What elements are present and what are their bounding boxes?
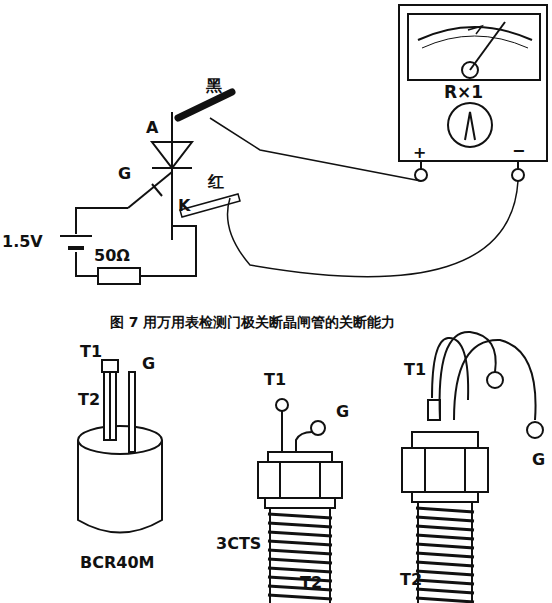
- red-lead-wire: [228, 181, 519, 277]
- probe-color: 红: [208, 174, 224, 190]
- meter-face: [408, 14, 540, 80]
- gto-triangle: [152, 142, 192, 168]
- screw-thread: [416, 508, 474, 512]
- gto-bar: [152, 167, 192, 169]
- screw-thread: [268, 541, 332, 545]
- package-stud-flying-leads: [402, 332, 543, 603]
- gate-circuit-wire: [76, 208, 196, 276]
- screw-thread: [268, 523, 332, 527]
- multimeter-box: R×1: [398, 4, 548, 162]
- pin-name: G: [118, 166, 131, 182]
- pin-name: T2: [400, 572, 422, 588]
- gate-lead: [128, 172, 172, 208]
- range-knob: [448, 103, 492, 147]
- pin-name: T1: [80, 344, 102, 360]
- screw-thread: [416, 535, 474, 539]
- terminal: [512, 169, 524, 181]
- pin-name: K: [178, 198, 190, 214]
- part-number: BCR40M: [80, 555, 154, 571]
- terminal: [415, 169, 427, 181]
- probe-color: 黑: [206, 78, 222, 94]
- terminal-sign: +: [413, 145, 426, 161]
- black-probe: [178, 92, 232, 118]
- screw-thread: [416, 562, 474, 566]
- resistance-value: 50Ω: [94, 248, 130, 264]
- black-lead-wire: [210, 118, 421, 181]
- part-number: 3CTS: [216, 536, 261, 552]
- screw-thread: [268, 532, 332, 536]
- package-3cts: [258, 399, 342, 603]
- battery-plate: [60, 235, 92, 237]
- gto-lead: [171, 112, 173, 240]
- range-label: R×1: [444, 82, 483, 102]
- screw-thread: [268, 595, 332, 599]
- package-bcr40m: [78, 360, 162, 533]
- needle-pivot: [462, 62, 478, 78]
- terminal-sign: −: [512, 143, 525, 159]
- pin-name: G: [336, 404, 349, 420]
- meter-scale: [418, 27, 532, 40]
- screw-thread: [416, 589, 474, 593]
- screw-thread: [416, 544, 474, 548]
- knob-pointer: [465, 112, 475, 140]
- pin-name: T1: [264, 372, 286, 388]
- screw-thread: [416, 553, 474, 557]
- screw-thread: [268, 559, 332, 563]
- screw-thread: [268, 550, 332, 554]
- screw-thread: [416, 571, 474, 575]
- pin-name: T2: [300, 575, 322, 591]
- screw-thread: [416, 580, 474, 584]
- screw-thread: [416, 598, 474, 602]
- screw-thread: [268, 514, 332, 518]
- pin-name: G: [532, 452, 545, 468]
- battery-plate: [68, 246, 84, 250]
- pin-name: G: [142, 356, 155, 372]
- resistor-symbol: [98, 268, 140, 284]
- pin-name: T2: [78, 392, 100, 408]
- screw-thread: [416, 517, 474, 521]
- meter-scale: [422, 36, 528, 48]
- figure-caption: 图 7 用万用表检测门极关断晶闸管的关断能力: [110, 314, 396, 332]
- pin-name: T1: [404, 362, 426, 378]
- meter-arrow: [468, 26, 482, 34]
- voltage-value: 1.5V: [2, 234, 43, 250]
- pin-name: A: [146, 120, 158, 136]
- screw-thread: [268, 568, 332, 572]
- gate-bar: [152, 184, 162, 196]
- screw-thread: [416, 526, 474, 530]
